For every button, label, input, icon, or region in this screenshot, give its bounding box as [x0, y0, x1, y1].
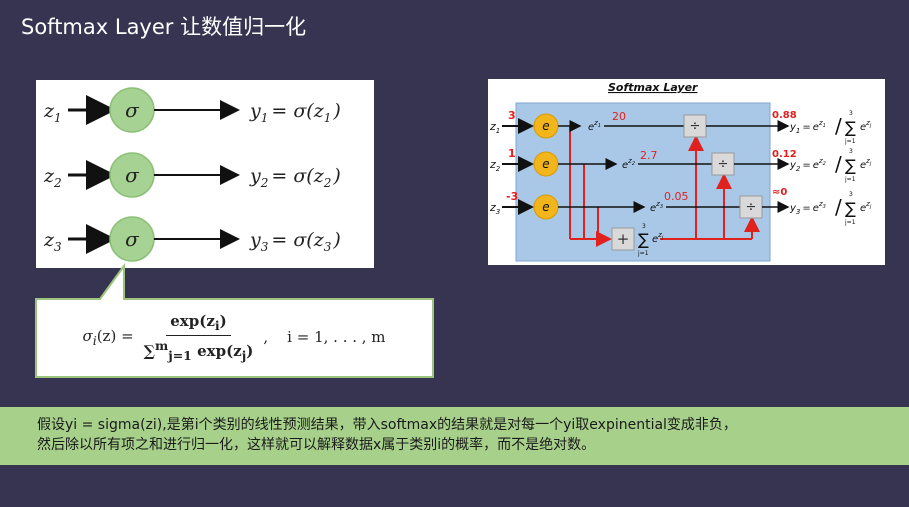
- svg-text:∑: ∑: [845, 199, 856, 218]
- softmax-layer-title: Softmax Layer: [608, 81, 698, 94]
- exp-z3: ez3: [650, 200, 663, 214]
- sigma-symbol: σ: [125, 98, 140, 122]
- z2-value: 1: [508, 147, 516, 160]
- svg-text:÷: ÷: [718, 157, 729, 172]
- svg-text:j=1: j=1: [844, 219, 856, 226]
- sigma-row-3: z3 σ y3= σ(z3): [43, 216, 341, 262]
- svg-text:ezj: ezj: [860, 119, 872, 133]
- prob-1: 0.88: [772, 110, 797, 121]
- softmax-row-3: z3 -3 e ez3 0.05 ÷ ≈0 y3=ez3 / ∑ 3 j=1 e…: [489, 187, 872, 226]
- sigmoid-diagram: z1 σ y1= σ(z1) z2 σ y2= σ(z2) z3 σ y3= σ…: [43, 87, 341, 262]
- softmax-layer-panel: Softmax Layer z1 3 e ez1 20 ÷: [488, 79, 885, 265]
- svg-text:j=1: j=1: [637, 250, 649, 257]
- sigma-row-1: z1 σ y1= σ(z1): [43, 87, 341, 133]
- exp-value-2: 2.7: [640, 149, 658, 162]
- input-z2: z2: [43, 165, 62, 190]
- svg-text:j=1: j=1: [844, 138, 856, 145]
- formula-fraction: exp(zi) ∑mj=1 exp(zj): [143, 311, 254, 363]
- svg-text:e: e: [542, 157, 549, 171]
- sigma-symbol: σ: [125, 163, 140, 187]
- sigma-row-2: z2 σ y2= σ(z2): [43, 152, 341, 198]
- z3-label: z3: [489, 201, 500, 216]
- svg-text:e: e: [542, 200, 549, 214]
- svg-text:∑: ∑: [638, 230, 649, 249]
- prob-2: 0.12: [772, 149, 797, 160]
- svg-text:∑: ∑: [845, 156, 856, 175]
- svg-text:ezj: ezj: [860, 157, 872, 171]
- exp-z1: ez1: [588, 119, 601, 133]
- softmax-layer-diagram: Softmax Layer z1 3 e ez1 20 ÷: [489, 81, 872, 262]
- z2-label: z2: [489, 158, 501, 173]
- input-z1: z1: [43, 100, 62, 125]
- sum-node: + ∑ 3 j=1 ezj: [611, 223, 664, 257]
- input-z3: z3: [43, 229, 62, 254]
- svg-text:∑: ∑: [845, 118, 856, 137]
- svg-text:÷: ÷: [690, 119, 701, 134]
- description-line-2: 然后除以所有项之和进行归一化，这样就可以解释数据x属于类别i的概率，而不是绝对数…: [37, 437, 596, 453]
- softmax-row-2: z2 1 e ez2 2.7 ÷ 0.12 y2=ez2 / ∑ 3 j=1 e…: [489, 147, 872, 183]
- output-eq-2: y2= σ(z2): [249, 165, 341, 190]
- y2-formula: y2=ez2: [789, 157, 826, 173]
- svg-text:3: 3: [642, 223, 646, 230]
- sigma-symbol: σ: [125, 227, 140, 251]
- prob-3: ≈0: [772, 187, 787, 198]
- svg-text:/: /: [835, 195, 842, 219]
- svg-text:3: 3: [849, 148, 853, 155]
- exp-z2: ez2: [622, 157, 635, 171]
- svg-text:+: +: [617, 230, 630, 248]
- svg-text:ezj: ezj: [652, 231, 664, 245]
- z3-value: -3: [506, 190, 518, 203]
- plus-node: [611, 227, 635, 251]
- svg-text:/: /: [835, 114, 842, 138]
- y1-formula: y1=ez1: [789, 119, 826, 135]
- slide-title: Softmax Layer 让数值归一化: [21, 15, 307, 39]
- svg-text:3: 3: [849, 110, 853, 117]
- z1-value: 3: [508, 109, 516, 122]
- description-line-1: 假设yi = sigma(zi),是第i个类别的线性预测结果，带入softmax…: [37, 417, 737, 433]
- description-banner: 假设yi = sigma(zi),是第i个类别的线性预测结果，带入softmax…: [0, 407, 909, 465]
- exp-value-3: 0.05: [664, 190, 689, 203]
- y3-formula: y3=ez3: [789, 200, 826, 216]
- softmax-row-1: z1 3 e ez1 20 ÷ 0.88 y1=ez1 / ∑ 3 j=1 ez…: [489, 109, 872, 145]
- svg-text:3: 3: [849, 191, 853, 198]
- exp-value-1: 20: [612, 110, 626, 123]
- output-eq-3: y3= σ(z3): [249, 229, 341, 254]
- svg-text:ezj: ezj: [860, 200, 872, 214]
- formula-range: , i = 1, . . . , m: [263, 328, 386, 346]
- formula-lhs: σi(z) =: [82, 326, 134, 348]
- svg-text:e: e: [542, 119, 549, 133]
- output-eq-1: y1= σ(z1): [249, 100, 341, 125]
- svg-text:/: /: [835, 152, 842, 176]
- softmax-formula: σi(z) = exp(zi) ∑mj=1 exp(zj) , i = 1, .…: [38, 299, 430, 375]
- svg-text:j=1: j=1: [844, 176, 856, 183]
- svg-text:÷: ÷: [746, 200, 757, 215]
- sigmoid-diagram-panel: z1 σ y1= σ(z1) z2 σ y2= σ(z2) z3 σ y3= σ…: [36, 80, 374, 268]
- z1-label: z1: [489, 120, 500, 135]
